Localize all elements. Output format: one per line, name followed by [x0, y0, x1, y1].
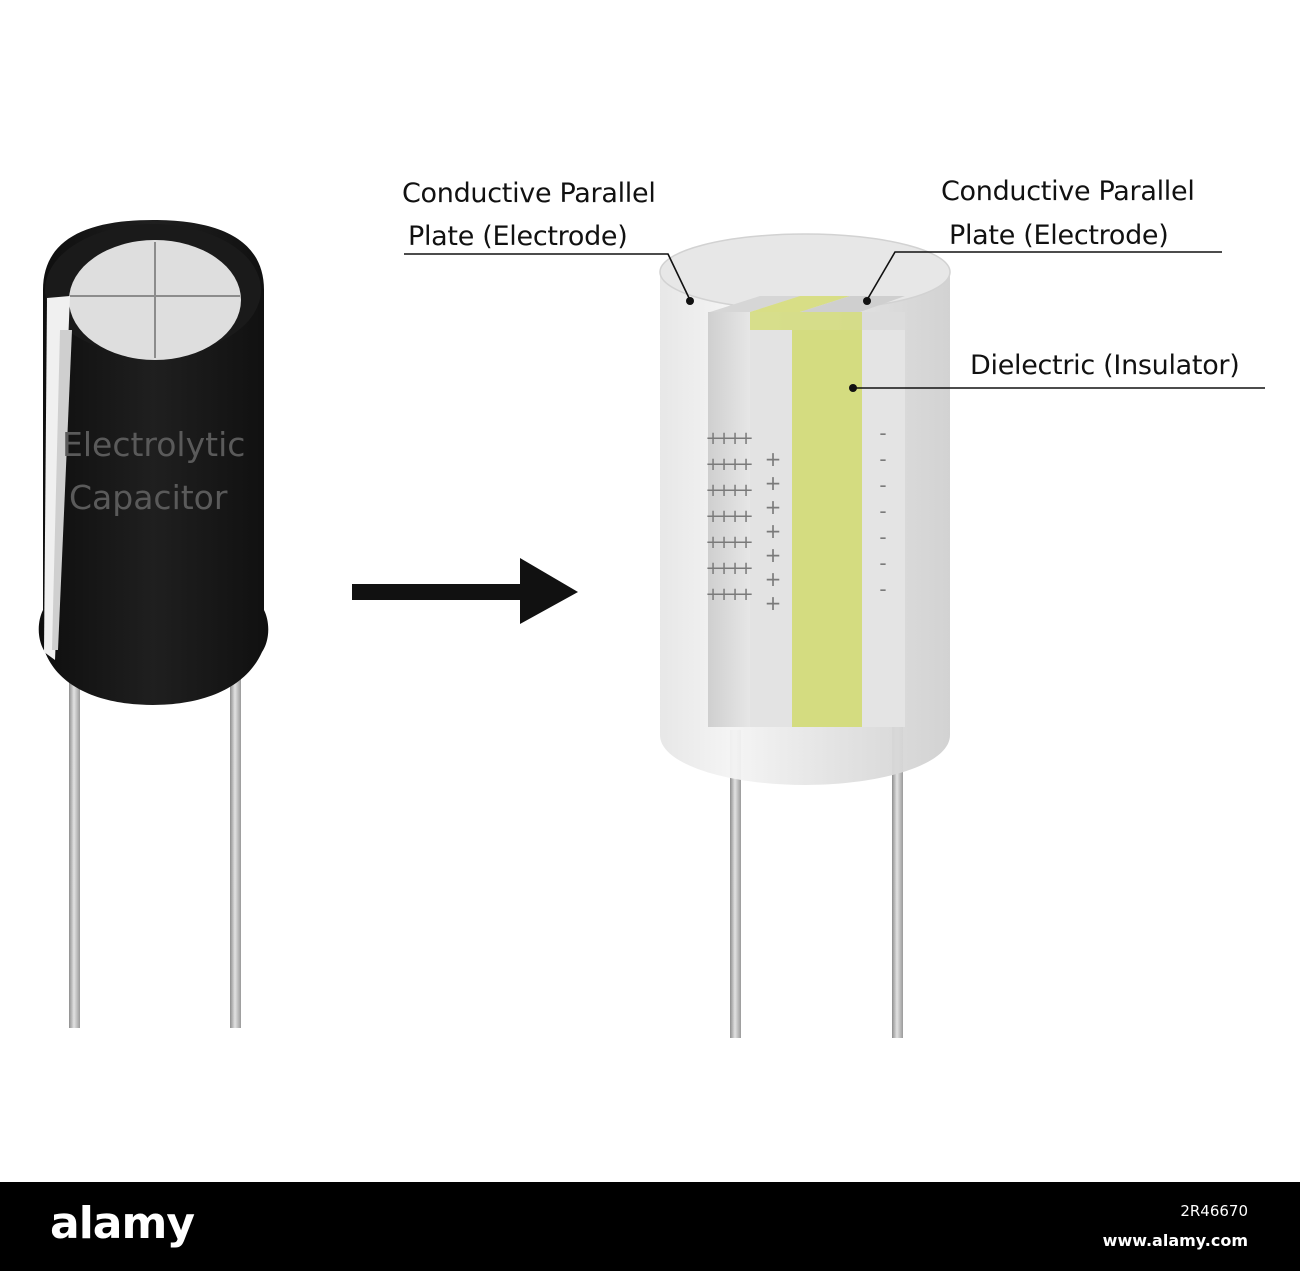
positive-charge-sign: +: [727, 558, 742, 579]
positive-charge-sign: +: [727, 584, 742, 605]
positive-charge-sign: +: [705, 428, 720, 449]
positive-charge-sign: +: [765, 591, 782, 615]
right-electrode-label-line2: Plate (Electrode): [949, 220, 1169, 251]
capacitor-print-line1: Electrolytic: [62, 425, 246, 464]
positive-charge-sign: +: [716, 428, 731, 449]
positive-charge-sign: +: [738, 558, 753, 579]
conductive-plate-right: [862, 330, 905, 727]
positive-charge-sign: +: [716, 584, 731, 605]
positive-charge-sign: +: [705, 454, 720, 475]
positive-charge-sign: +: [738, 454, 753, 475]
positive-charge-sign: +: [716, 480, 731, 501]
positive-charge-sign: +: [727, 454, 742, 475]
negative-charge-sign: -: [879, 525, 886, 549]
leader-left-electrode: [404, 253, 691, 301]
arrow-shaft: [352, 584, 527, 600]
negative-charge-sign: -: [879, 447, 886, 471]
positive-charge-sign: +: [765, 495, 782, 519]
leader-dot-dielectric: [849, 384, 857, 392]
footer-url[interactable]: www.alamy.com: [1102, 1231, 1248, 1250]
diagram-canvas: +++++++++++++++++++++++++++++++++++ ----…: [38, 220, 1265, 1038]
plate-right-top: [800, 296, 905, 312]
negative-charges: -------: [879, 421, 886, 601]
capacitor-lead-right: [230, 672, 241, 1028]
positive-charge-sign: +: [738, 506, 753, 527]
positive-charge-sign: +: [716, 454, 731, 475]
dielectric-layer: [792, 330, 862, 727]
negative-charge-sign: -: [879, 499, 886, 523]
arrow-head: [520, 558, 578, 624]
conductive-plate-left-face: [750, 330, 792, 727]
positive-charge-sign: +: [727, 480, 742, 501]
electrolytic-capacitor: [38, 220, 269, 1028]
negative-charge-sign: -: [879, 421, 886, 445]
positive-charge-sign: +: [727, 506, 742, 527]
positive-charge-sign: +: [716, 506, 731, 527]
conductive-plate-left: [708, 312, 750, 727]
transition-arrow: [352, 558, 578, 624]
positive-charge-sign: +: [738, 584, 753, 605]
brand-logo[interactable]: alamy: [50, 1198, 195, 1249]
dielectric-label: Dielectric (Insulator): [970, 350, 1240, 381]
capacitor-lead-left: [69, 672, 80, 1028]
leader-lines: [404, 251, 1265, 389]
positive-charge-sign: +: [705, 558, 720, 579]
capacitor-print-line2: Capacitor: [69, 478, 228, 517]
shell-top: [660, 234, 950, 310]
positive-charge-sign: +: [705, 506, 720, 527]
positive-charge-sign: +: [716, 558, 731, 579]
positive-charge-sign: +: [705, 584, 720, 605]
positive-charge-sign: +: [738, 480, 753, 501]
left-electrode-label-line1: Conductive Parallel: [402, 178, 656, 209]
dielectric-top-strip: [750, 312, 862, 330]
cutaway-lead-left: [730, 730, 741, 1038]
positive-charge-sign: +: [738, 428, 753, 449]
right-electrode-label-line1: Conductive Parallel: [941, 176, 1195, 207]
positive-charge-sign: +: [765, 543, 782, 567]
negative-charge-sign: -: [879, 551, 886, 575]
positive-charge-sign: +: [716, 532, 731, 553]
positive-charge-sign: +: [765, 519, 782, 543]
polarity-stripe-shade: [52, 330, 72, 650]
negative-charge-sign: -: [879, 577, 886, 601]
cutaway-lead-right: [892, 692, 903, 1038]
positive-charge-sign: +: [705, 480, 720, 501]
negative-charge-sign: -: [879, 473, 886, 497]
positive-charge-sign: +: [727, 428, 742, 449]
dielectric-top: [750, 296, 850, 312]
leader-dot-left: [686, 297, 694, 305]
capacitor-diagram: +++++++++++++++++++++++++++++++++++ ----…: [38, 220, 1265, 1038]
positive-charge-sign: +: [765, 471, 782, 495]
positive-charge-sign: +: [727, 532, 742, 553]
positive-charge-sign: +: [765, 567, 782, 591]
positive-charges: +++++++++++++++++++++++++++++++++++: [705, 428, 781, 615]
image-id: 2R46670: [1180, 1202, 1248, 1220]
left-electrode-label-line2: Plate (Electrode): [408, 221, 628, 252]
leader-right-electrode: [866, 251, 1222, 301]
footer-bar: alamy 2R46670 www.alamy.com: [0, 1182, 1300, 1271]
positive-charge-sign: +: [705, 532, 720, 553]
cutaway-capacitor: +++++++++++++++++++++++++++++++++++ ----…: [659, 233, 951, 1038]
positive-charge-sign: +: [738, 532, 753, 553]
plate-left-top: [710, 296, 800, 312]
positive-charge-sign: +: [765, 447, 782, 471]
leader-dot-right: [863, 297, 871, 305]
plate-right-top-strip: [862, 312, 905, 330]
